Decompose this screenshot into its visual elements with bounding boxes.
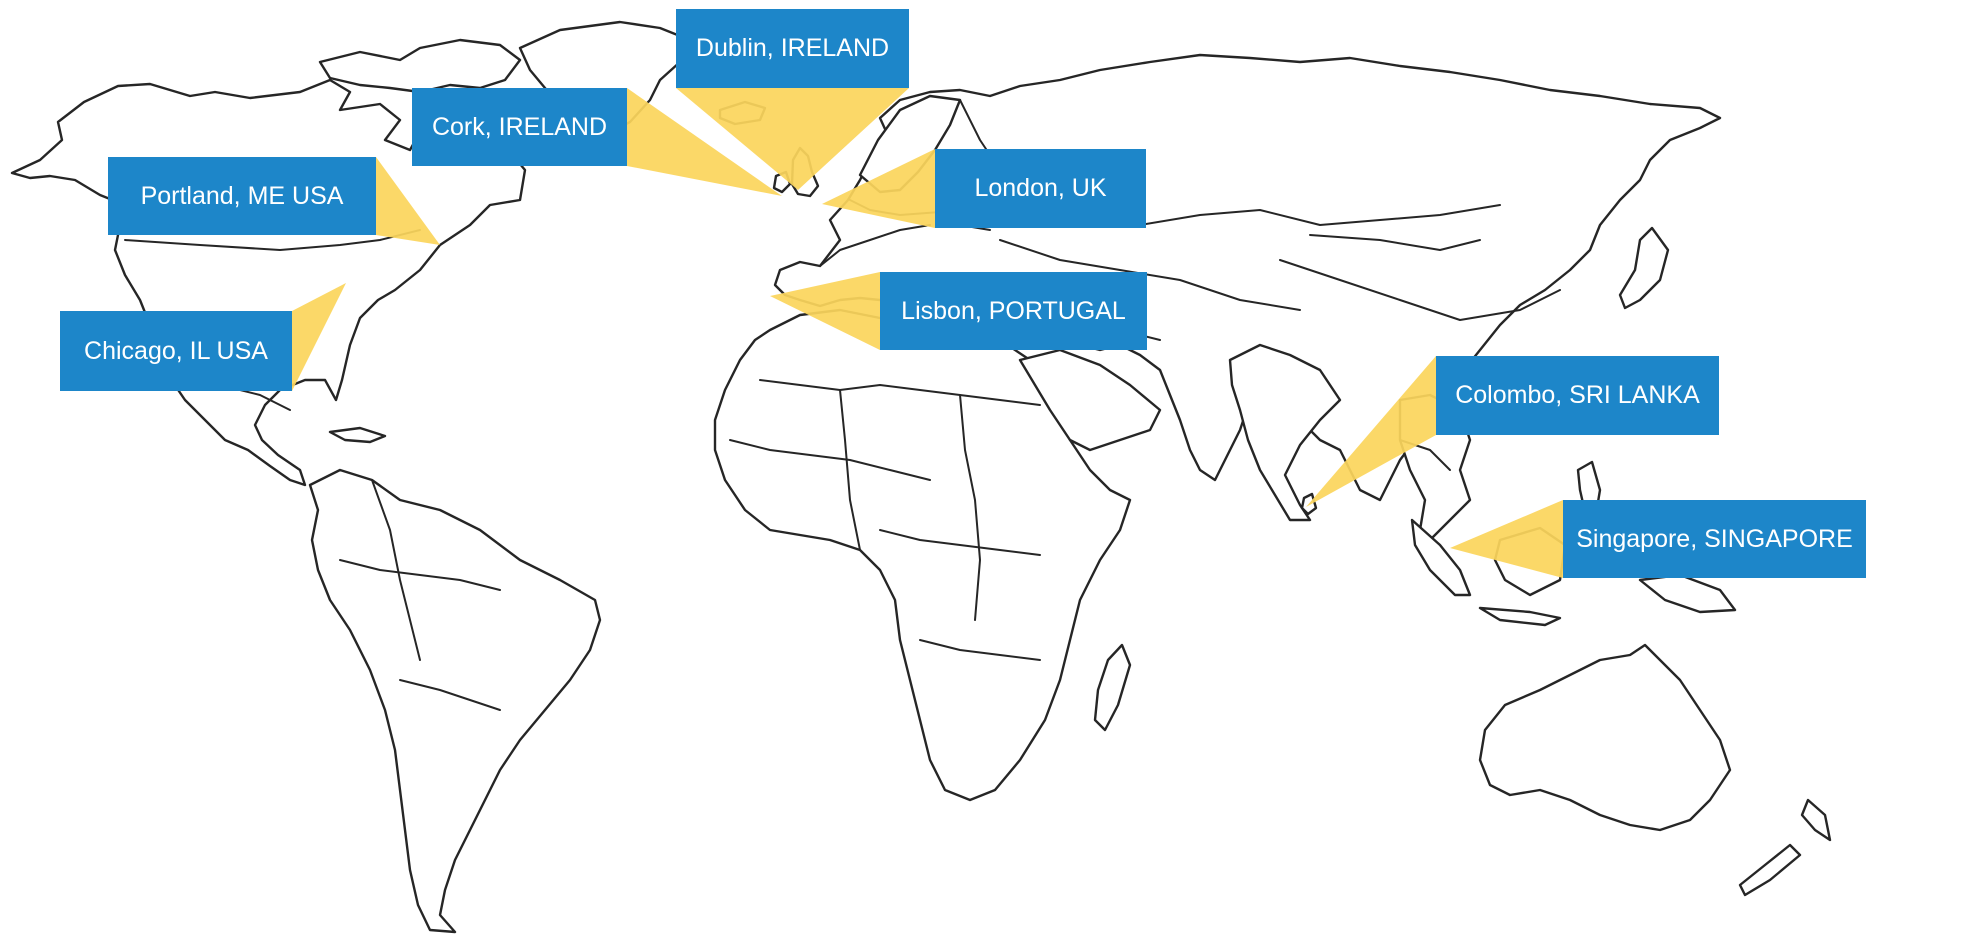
border-us-canada — [124, 229, 421, 251]
callout-singapore — [1450, 500, 1563, 578]
landmass-australia — [1478, 643, 1732, 832]
landmass-new-guinea — [1638, 573, 1737, 614]
callout-cork — [627, 88, 782, 196]
border-south-america-2 — [339, 559, 501, 591]
location-label-portland: Portland, ME USA — [108, 157, 376, 235]
callout-wedges — [292, 88, 1563, 578]
callout-portland — [376, 157, 440, 245]
landmass-japan — [1618, 226, 1670, 310]
border-mongolia — [1309, 234, 1481, 251]
landmass-arctic-islands — [318, 38, 522, 94]
landmass-new-zealand — [1800, 798, 1832, 842]
landmass-caribbean-islands — [328, 426, 387, 444]
landmass-arabia — [1018, 348, 1162, 452]
landmass-south-america — [308, 468, 602, 934]
border-europe-1 — [819, 224, 931, 267]
border-central-asia — [999, 239, 1301, 311]
location-label-singapore: Singapore, SINGAPORE — [1563, 500, 1866, 578]
border-africa-central — [879, 529, 1041, 556]
landmass-sumatra — [1410, 518, 1472, 597]
landmass-india — [1228, 343, 1342, 522]
border-africa-vertical-1 — [839, 389, 861, 551]
callout-colombo — [1306, 356, 1436, 507]
border-africa-west — [729, 439, 931, 481]
location-label-chicago: Chicago, IL USA — [60, 311, 292, 391]
callout-dublin — [676, 88, 909, 190]
landmass-java — [1478, 606, 1562, 627]
callout-chicago — [292, 283, 346, 391]
border-africa-vertical-2 — [959, 394, 981, 621]
landmass-africa — [713, 308, 1132, 802]
border-south-america-3 — [399, 679, 501, 711]
callout-lisbon — [770, 272, 880, 350]
location-label-colombo: Colombo, SRI LANKA — [1436, 356, 1719, 435]
callout-london — [822, 149, 935, 228]
landmass-new-zealand-south — [1738, 843, 1802, 897]
location-label-dublin: Dublin, IRELAND — [676, 9, 909, 88]
border-china — [1279, 259, 1561, 321]
border-africa-north — [759, 379, 1041, 406]
location-label-cork: Cork, IRELAND — [412, 88, 627, 166]
border-south-america-1 — [371, 479, 421, 661]
location-label-london: London, UK — [935, 149, 1146, 228]
border-africa-south — [919, 639, 1041, 661]
location-label-lisbon: Lisbon, PORTUGAL — [880, 272, 1147, 350]
landmass-madagascar — [1093, 643, 1132, 732]
